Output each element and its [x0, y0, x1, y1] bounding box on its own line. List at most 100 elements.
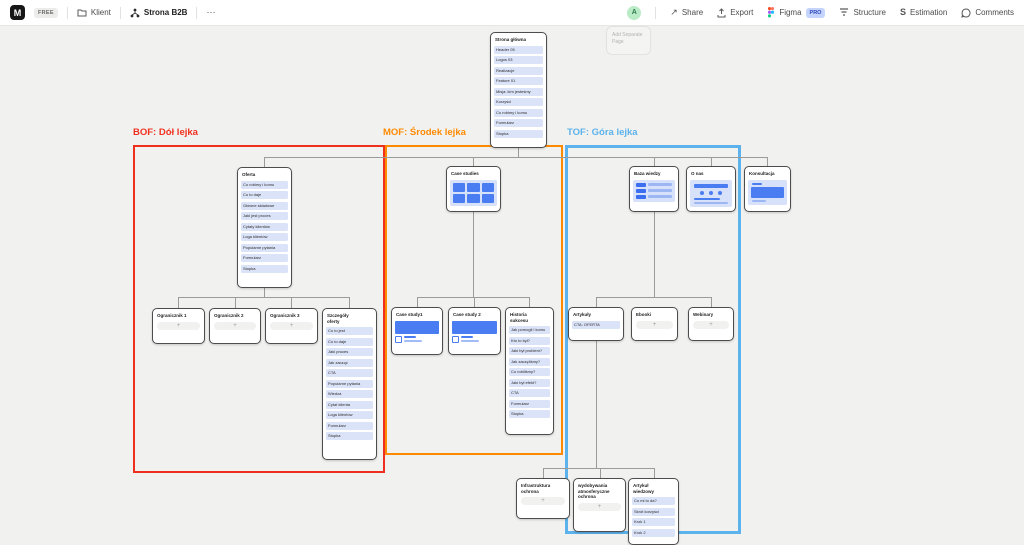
node-title: Oferta [242, 172, 256, 177]
node-item[interactable]: Misja: kim jesteśmy [494, 87, 543, 96]
node-item[interactable]: Popularne pytania [241, 243, 288, 252]
connector-line [417, 297, 418, 307]
node-item[interactable]: Stopka [241, 264, 288, 273]
region-mof-frame[interactable] [385, 145, 563, 455]
node-item[interactable]: Wiedza [326, 390, 373, 399]
add-block-button[interactable]: + [157, 321, 200, 330]
sitemap-node-o-nas[interactable]: O nas [686, 166, 736, 212]
node-item[interactable]: CTA [326, 369, 373, 378]
connector-line [474, 297, 475, 307]
node-item[interactable]: Stopka [494, 129, 543, 138]
node-item[interactable]: Jaki był efekt? [509, 378, 550, 387]
node-thumbnail [452, 320, 497, 334]
figma-button[interactable]: Figma PRO [767, 7, 826, 18]
sitemap-node-artykuly[interactable]: Artykuły CTA: OFERTA [568, 307, 624, 341]
node-item[interactable]: Krok 1 [632, 518, 675, 527]
add-block-button[interactable]: + [214, 321, 256, 330]
sitemap-node-case-study-2[interactable]: Case study 2 [448, 307, 501, 355]
node-title: Strona główna [495, 37, 527, 42]
export-icon [717, 7, 726, 18]
node-item[interactable]: Co robiliśmy? [509, 368, 550, 377]
node-item[interactable]: Logos 03 [494, 56, 543, 65]
export-button[interactable]: Export [717, 7, 753, 18]
node-item[interactable]: Jaki proces [326, 348, 373, 357]
node-item[interactable]: Jaki był problem? [509, 347, 550, 356]
node-item[interactable]: Jak pomogli i komu [509, 326, 550, 335]
node-thumbnail [395, 335, 439, 344]
node-item[interactable]: Co robimy i komu [494, 108, 543, 117]
node-item[interactable]: Co to daje [326, 337, 373, 346]
sitemap-node-ogranicznik-2[interactable]: Ogranicznik 2 + [209, 308, 261, 344]
node-item[interactable]: Stopka [326, 432, 373, 441]
sitemap-node-ebooki[interactable]: Ebooki + [631, 307, 678, 341]
node-item[interactable]: Krok 2 [632, 528, 675, 537]
region-label-mof[interactable]: MOF: Środek lejka [383, 127, 466, 138]
node-item[interactable]: Loga klientów [241, 233, 288, 242]
comment-bubble-icon [961, 7, 971, 18]
node-item[interactable]: Główne składowe [241, 201, 288, 210]
structure-button[interactable]: Structure [839, 8, 886, 17]
node-item[interactable]: Co mi to da? [632, 497, 675, 506]
region-label-bof[interactable]: BOF: Dół lejka [133, 127, 198, 138]
region-label-tof[interactable]: TOF: Góra lejka [567, 127, 638, 138]
add-block-button[interactable]: + [521, 497, 565, 506]
sitemap-node-konsultacja[interactable]: Konsultacja [744, 166, 791, 212]
share-label: Share [681, 8, 704, 17]
node-item[interactable]: Stopka [509, 410, 550, 419]
connector-line [291, 297, 292, 308]
add-block-button[interactable]: + [636, 320, 673, 329]
page-selector[interactable]: Strona B2B [130, 8, 187, 18]
sitemap-node-baza-wiedzy[interactable]: Baza wiedzy [629, 166, 679, 212]
node-item[interactable]: Formularz [494, 119, 543, 128]
add-block-button[interactable]: + [578, 502, 621, 511]
sitemap-node-case-study-1[interactable]: Case study1 [391, 307, 443, 355]
connector-line [654, 212, 655, 297]
node-item[interactable]: Loga klientów [326, 411, 373, 420]
share-button[interactable]: ↗ Share [670, 8, 704, 18]
node-item[interactable]: Feature 01 [494, 77, 543, 86]
node-item[interactable]: CTA: OFERTA [572, 320, 620, 329]
comments-button[interactable]: Comments [961, 7, 1014, 18]
node-item[interactable]: Korzyści [494, 98, 543, 107]
sitemap-canvas[interactable]: BOF: Dół lejka MOF: Środek lejka TOF: Gó… [0, 26, 1024, 545]
node-item[interactable]: Formularz [326, 421, 373, 430]
node-item[interactable]: Skrót korzyści [632, 507, 675, 516]
node-title: Case studies [451, 171, 479, 176]
region-bof-frame[interactable] [133, 145, 385, 473]
user-avatar[interactable]: A [627, 5, 642, 20]
sitemap-node-wydobywania-atmosferyczne-ochrona[interactable]: wydobywania atmosferyczne ochrona + [573, 478, 626, 532]
add-block-button[interactable]: + [270, 321, 313, 330]
sitemap-node-ogranicznik-1[interactable]: Ogranicznik 1 + [152, 308, 205, 344]
node-item[interactable]: Co to daje [241, 191, 288, 200]
sitemap-node-case-studies[interactable]: Case studies [446, 166, 501, 212]
connector-line [711, 157, 712, 166]
sitemap-node-webinary[interactable]: Webinary + [688, 307, 734, 341]
app-logo[interactable]: M [10, 5, 25, 20]
node-item[interactable]: Co to jest [326, 327, 373, 336]
more-menu-button[interactable]: ⋯ [206, 7, 216, 17]
node-item[interactable]: Jak zacząć [326, 358, 373, 367]
node-item[interactable]: CTA [509, 389, 550, 398]
node-item[interactable]: Cytat klienta [326, 400, 373, 409]
node-item[interactable]: Formularz [509, 399, 550, 408]
sitemap-node-infrastruktura-ochrona[interactable]: Infrastruktura ochrona + [516, 478, 570, 519]
node-item[interactable]: Popularne pytania [326, 379, 373, 388]
add-separate-page-button[interactable]: Add Separate Page [606, 26, 651, 55]
node-item[interactable]: Header 05 [494, 45, 543, 54]
node-item[interactable]: Cytaty klientów [241, 222, 288, 231]
node-item[interactable]: Jak zaczęliśmy? [509, 357, 550, 366]
project-selector[interactable]: Klient [77, 8, 111, 17]
add-block-button[interactable]: + [693, 320, 729, 329]
sitemap-node-artykul-wiedzowy[interactable]: Artykuł wiedzowy Co mi to da?Skrót korzy… [628, 478, 679, 545]
estimation-button[interactable]: S Estimation [900, 8, 947, 18]
node-item[interactable]: Co robimy i komu [241, 180, 288, 189]
node-item[interactable]: Formularz [241, 254, 288, 263]
node-item[interactable]: Kto to był? [509, 336, 550, 345]
node-item[interactable]: Realizacje [494, 66, 543, 75]
sitemap-node-ogranicznik-3[interactable]: Ogranicznik 3 + [265, 308, 318, 344]
node-item[interactable]: Jaki jest proces [241, 212, 288, 221]
